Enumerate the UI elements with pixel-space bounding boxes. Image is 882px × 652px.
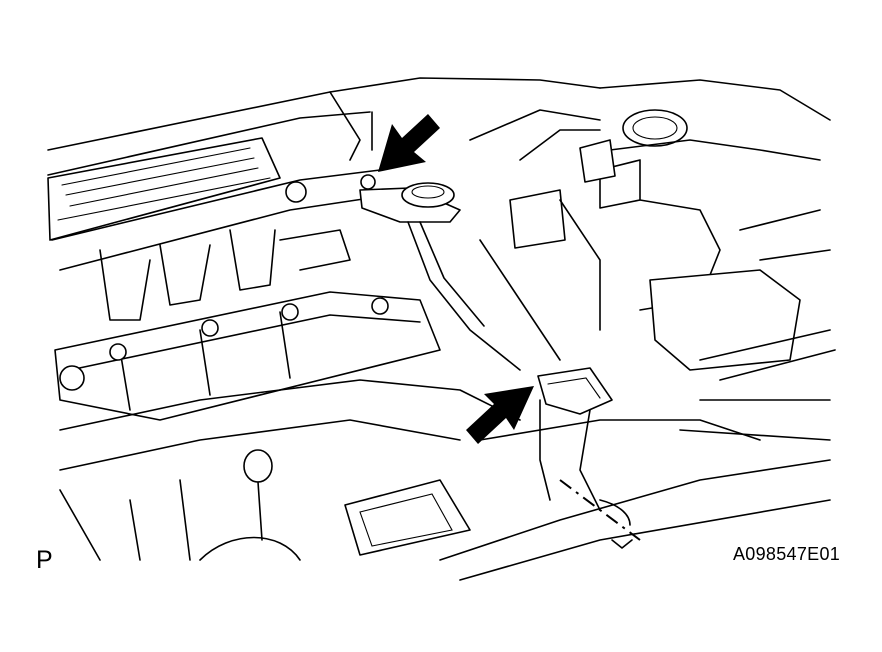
- arrow-icon-upper: [378, 114, 440, 172]
- brake-booster: [469, 109, 601, 361]
- intake-manifold: [59, 379, 521, 561]
- right-side-components: [579, 79, 836, 441]
- front-crossmember: [439, 419, 831, 581]
- lower-connector: [537, 367, 613, 511]
- figure-id-label: A098547E01: [733, 544, 841, 564]
- valve-cover: [54, 229, 441, 421]
- arrow-icon-lower: [466, 386, 534, 444]
- cowl-panel: [47, 77, 601, 271]
- upper-bracket-assembly: [359, 174, 521, 371]
- view-code-label: P: [36, 546, 53, 574]
